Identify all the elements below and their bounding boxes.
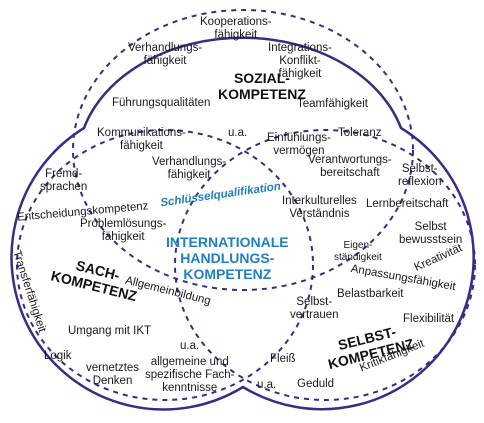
logik-label: Logik (44, 350, 72, 362)
sozial-circle-dashed (72, 9, 414, 291)
geduld-label: Geduld (297, 378, 335, 390)
flexibilitaet-label: Flexibilität (403, 313, 455, 325)
outer-outline (10, 36, 475, 411)
belastbarkeit-label: Belastbarkeit (337, 288, 404, 300)
ua-top-label: u.a. (228, 127, 248, 139)
kommunikationsfaehigkeit-label: Kommunikations- fähigkeit (97, 127, 186, 152)
handlungskompetenz-label: INTERNATIONALE HANDLUNGS- KOMPETENZ (166, 234, 289, 282)
selbst-circle-dashed (174, 129, 476, 401)
selbstvertrauen-label: Selbst- vertrauen (290, 296, 339, 321)
fremdsprachen-label: Fremd- sprachen (40, 168, 88, 193)
verhandlungsfaehigkeit-mid-label: Verhandlungs- fähigkeit (152, 156, 227, 181)
selbstbewusstsein-label: Selbst bewusstsein (399, 221, 463, 246)
ua-mid-label: u.a. (180, 340, 200, 352)
interkulturelles-verstaendnis-label: Interkulturelles Verständnis (282, 195, 357, 220)
einfuehlungsvermoegen-label: Einfühlungs- vermögen (267, 132, 331, 157)
umgang-mit-ikt-label: Umgang mit IKT (68, 325, 152, 337)
teamfaehigkeit-label: Teamfähigkeit (297, 98, 368, 110)
ua-bottom-label: u.a. (257, 379, 277, 391)
lernbereitschaft-label: Lernbereitschaft (366, 198, 449, 210)
integrations-konfliktfaehigkeit-label: Integrations- Konflikt- fähigkeit (268, 42, 332, 80)
fachkenntnisse-label: allgemeine und spezifische Fach- kenntni… (145, 356, 235, 394)
vernetztes-denken-label: vernetztes Denken (86, 362, 140, 387)
eigenstaendigkeit-label: Eigen- ständigkeit (334, 240, 382, 263)
toleranz-label: Toleranz (338, 127, 382, 139)
fleiss-label: Fleiß (270, 353, 296, 365)
fuehrungsqualitaeten-label: Führungsqualitäten (112, 97, 211, 109)
kooperationsfaehigkeit-label: Kooperations- fähigkeit (200, 16, 272, 41)
verhandlungsfaehigkeit-top-label: Verhandlungs- fähigkeit (128, 42, 203, 67)
sach-circle-dashed (16, 129, 314, 401)
selbstreflexion-label: Selbst- reflexion (398, 163, 442, 188)
verantwortungsbereitschaft-label: Verantwortungs- bereitschaft (308, 154, 392, 179)
sozial-kompetenz-label: SOZIAL- KOMPETENZ (218, 70, 306, 102)
problemloesungsfaehigkeit-label: Problemlösungs- fähigkeit (80, 218, 167, 243)
